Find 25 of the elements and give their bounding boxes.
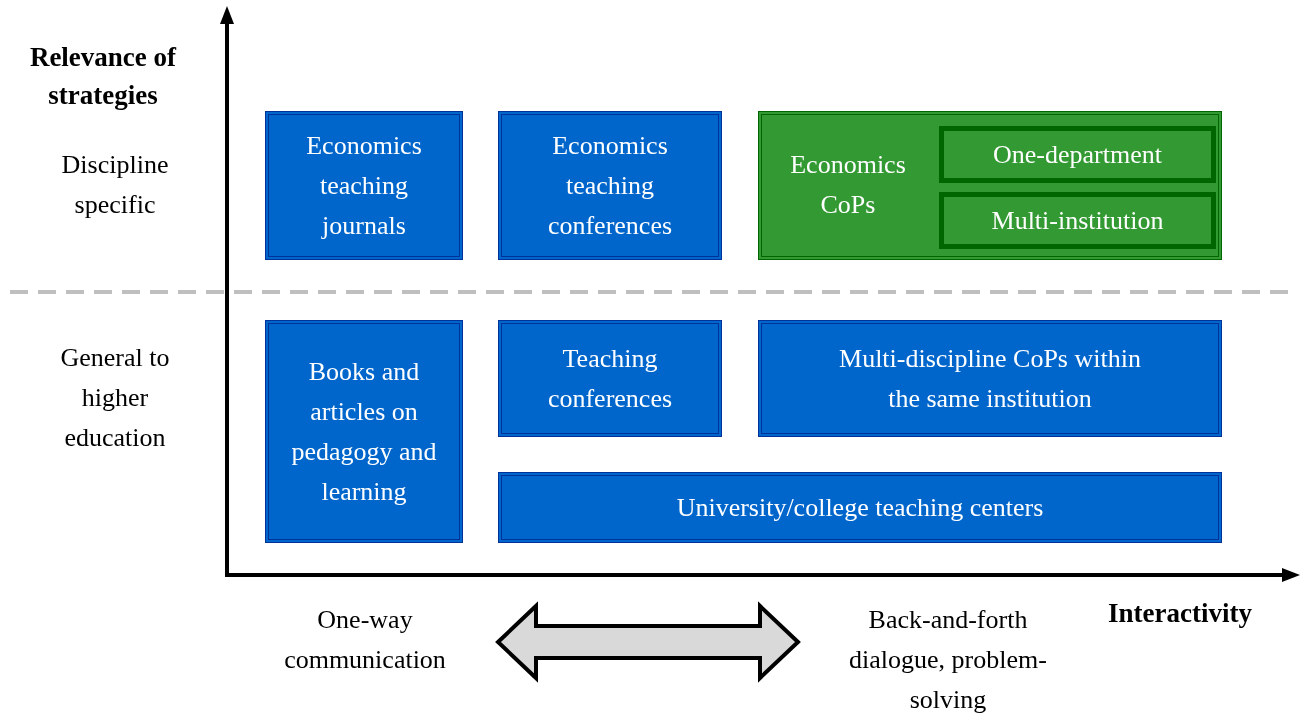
box-text: Economics CoPs xyxy=(789,149,907,221)
strategy-sub-box xyxy=(939,192,1216,249)
axis-title: Relevance of strategies xyxy=(28,41,178,112)
strategy-box xyxy=(498,111,722,260)
strategy-box xyxy=(265,111,463,260)
box-text: Economics teaching conferences xyxy=(546,129,674,242)
axis-title: Interactivity xyxy=(1107,597,1253,630)
strategy-sub-box xyxy=(939,126,1216,183)
strategy-box xyxy=(498,320,722,437)
strategy-group-box xyxy=(758,111,1222,260)
box-text: Books and articles on pedagogy and learning xyxy=(290,355,438,508)
box-text: Multi-discipline CoPs within the same institution xyxy=(838,342,1142,415)
axis-level-label: General to higher education xyxy=(59,342,171,454)
strategy-box xyxy=(498,472,1222,543)
box-text: University/college teaching centers xyxy=(675,491,1045,524)
strategy-box xyxy=(758,320,1222,437)
box-text: Teaching conferences xyxy=(546,342,674,415)
box-text: Multi-institution xyxy=(990,204,1165,237)
strategy-box xyxy=(265,320,463,543)
scale-label: Back-and-forth dialogue, problem-solving xyxy=(848,604,1048,716)
axis-level-label: Discipline specific xyxy=(60,149,170,221)
double-arrow xyxy=(495,601,801,683)
box-text: One-department xyxy=(992,138,1163,171)
box-text: Economics teaching journals xyxy=(305,129,423,242)
scale-label: One-way communication xyxy=(283,604,447,676)
